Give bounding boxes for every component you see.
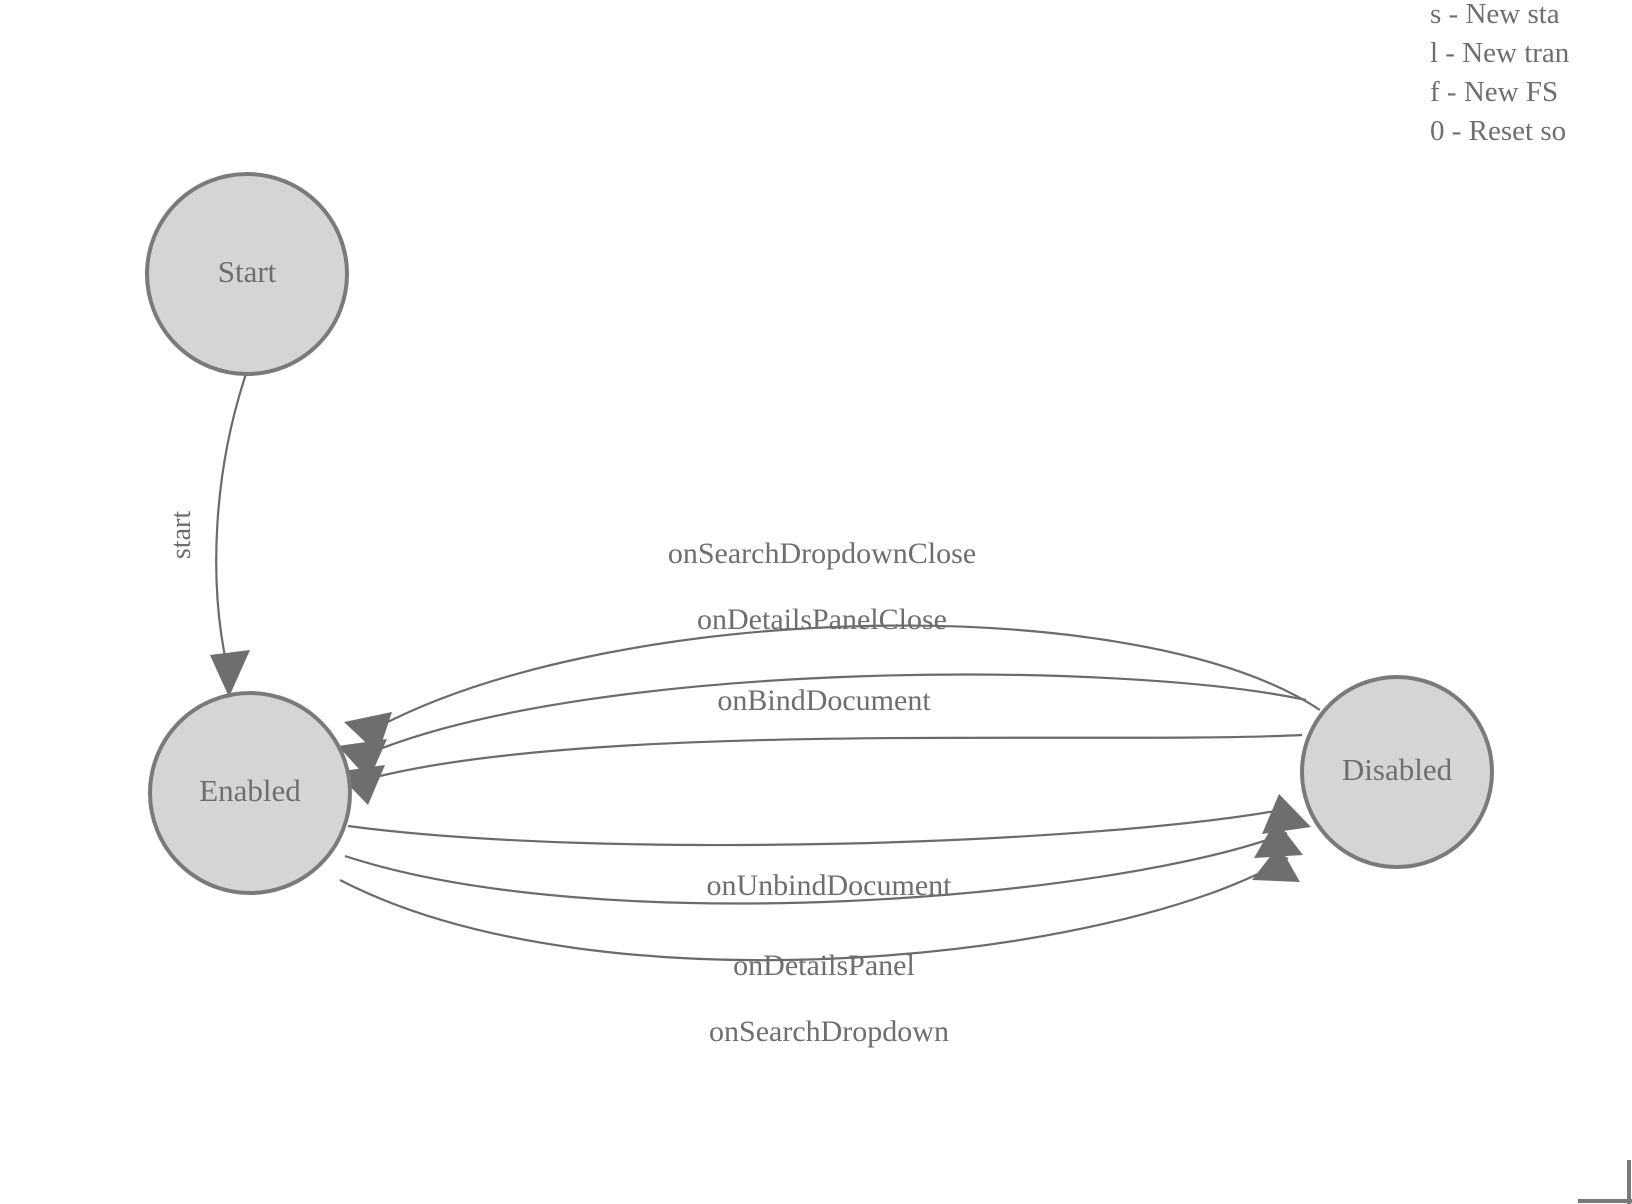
arrow-head-unbind-document xyxy=(1262,794,1311,834)
edge-group-enabled-to-disabled xyxy=(339,794,1311,962)
state-label-disabled: Disabled xyxy=(1342,752,1453,787)
edge-label-unbind-document: onUnbindDocument xyxy=(707,869,953,902)
scrollbar-vertical-track[interactable] xyxy=(1627,1160,1631,1204)
arrow-head-search-dropdown xyxy=(1252,845,1300,882)
state-label-enabled: Enabled xyxy=(199,773,301,808)
scrollbar-horizontal-track[interactable] xyxy=(1578,1199,1632,1203)
edge-path-details-panel-close[interactable] xyxy=(371,673,1307,754)
state-node-enabled[interactable]: Enabled xyxy=(148,691,352,895)
state-node-start[interactable]: Start xyxy=(145,172,349,376)
arrow-head-start xyxy=(210,650,250,697)
legend-item-new-transition: l - New tran xyxy=(1430,37,1570,69)
state-label-start: Start xyxy=(218,254,277,289)
edge-path-details-panel[interactable] xyxy=(344,831,1288,905)
edge-path-search-dropdown[interactable] xyxy=(339,857,1289,962)
edge-path-unbind-document[interactable] xyxy=(347,806,1293,847)
state-node-disabled[interactable]: Disabled xyxy=(1300,675,1494,869)
state-circle-disabled[interactable] xyxy=(1300,675,1494,869)
arrow-head-details-panel-close xyxy=(338,739,387,780)
legend-panel: s - New sta l - New tran f - New FS 0 - … xyxy=(1430,0,1570,147)
edge-path-bind-document[interactable] xyxy=(371,733,1303,780)
state-circle-enabled[interactable] xyxy=(148,691,352,895)
legend-item-new-state: s - New sta xyxy=(1430,0,1560,30)
edge-label-search-dropdown: onSearchDropdown xyxy=(709,1015,949,1048)
legend-item-reset: 0 - Reset so xyxy=(1430,115,1566,147)
edge-label-start: start xyxy=(166,511,197,559)
edge-path-search-dropdown-close[interactable] xyxy=(377,624,1321,728)
edge-label-details-panel: onDetailsPanel xyxy=(733,949,915,982)
edge-group-disabled-to-enabled xyxy=(336,624,1321,805)
edge-label-details-panel-close: onDetailsPanelClose xyxy=(697,603,947,636)
legend-item-new-fsm: f - New FS xyxy=(1430,76,1558,108)
state-circle-start[interactable] xyxy=(145,172,349,376)
edge-label-bind-document: onBindDocument xyxy=(717,684,931,717)
edge-label-search-dropdown-close: onSearchDropdownClose xyxy=(668,537,976,570)
edge-group-start-to-enabled xyxy=(210,373,250,697)
arrow-head-details-panel xyxy=(1254,820,1303,858)
edge-path-start[interactable] xyxy=(215,373,248,667)
